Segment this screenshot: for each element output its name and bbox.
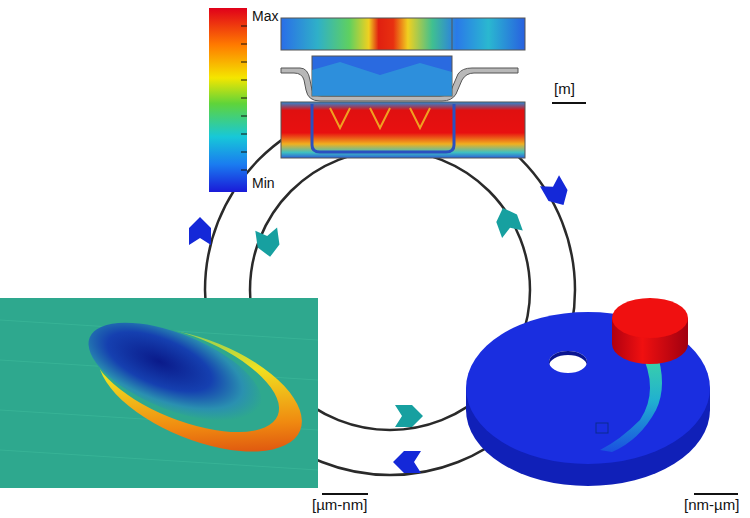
cycle-arrows — [189, 175, 573, 473]
scale-bar — [322, 493, 368, 495]
color-bar-ticks — [241, 26, 247, 170]
scale-bar — [694, 493, 738, 495]
scale-unit: [nm-µm] — [684, 497, 739, 514]
surface-topography — [0, 298, 319, 488]
scale-unit: [m] — [554, 81, 575, 98]
scale-unit: [µm-nm] — [312, 497, 367, 514]
scale-min: Min — [252, 176, 275, 191]
color-bar — [209, 8, 247, 192]
pin-on-disc — [466, 298, 710, 486]
forming-simulation — [281, 18, 525, 158]
scale-max: Max — [252, 9, 278, 24]
scale-bar — [552, 102, 586, 104]
